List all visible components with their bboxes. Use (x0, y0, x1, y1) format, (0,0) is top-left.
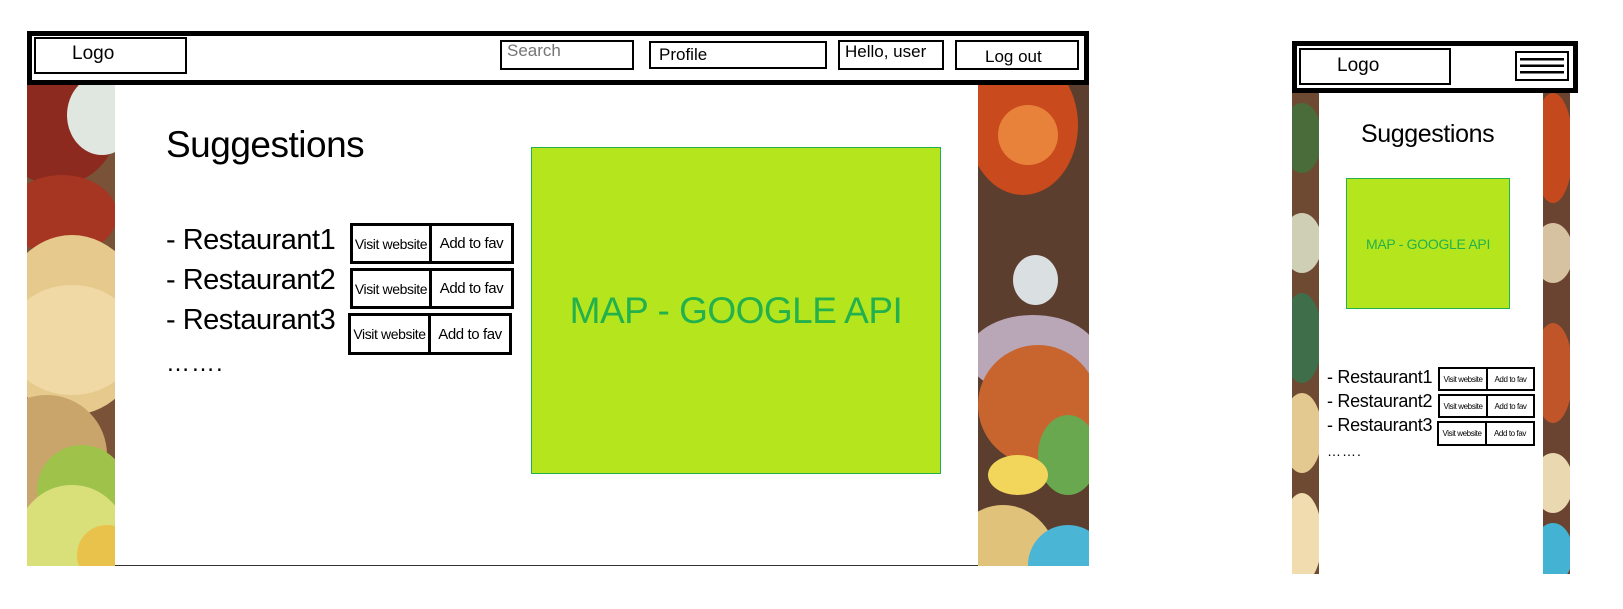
visit-website-button[interactable]: Visit website (1437, 421, 1487, 446)
add-to-fav-button[interactable]: Add to fav (429, 268, 514, 309)
map-placeholder[interactable]: MAP - GOOGLE API (531, 147, 941, 474)
restaurant-name: - Restaurant3 (1327, 415, 1433, 435)
logo[interactable]: Logo (1299, 48, 1451, 85)
hamburger-menu-icon (1520, 58, 1564, 74)
content-page (1319, 93, 1543, 574)
add-to-fav-button[interactable]: Add to fav (1486, 394, 1535, 418)
mobile-wireframe: Logo Suggestions MAP - GOOGLE API - Rest… (1285, 0, 1585, 609)
visit-website-button[interactable]: Visit website (1438, 394, 1488, 418)
more-ellipsis: ……. (1327, 443, 1362, 459)
add-to-fav-button[interactable]: Add to fav (1485, 421, 1535, 446)
logout-button[interactable]: Log out (955, 40, 1079, 70)
restaurant-name: - Restaurant1 (166, 224, 336, 256)
restaurant-name: - Restaurant1 (1327, 367, 1433, 387)
map-label: MAP - GOOGLE API (569, 289, 903, 331)
desktop-wireframe: Logo Profile Hello, user Log out Suggest… (27, 31, 1089, 566)
add-to-fav-button[interactable]: Add to fav (429, 223, 514, 264)
suggestions-title: Suggestions (1361, 120, 1495, 148)
background-food-image-left (1292, 93, 1319, 574)
background-food-image-left (27, 85, 115, 566)
suggestions-title: Suggestions (166, 124, 365, 165)
logo[interactable]: Logo (34, 37, 187, 74)
restaurant-name: - Restaurant2 (166, 264, 336, 296)
restaurant-name: - Restaurant3 (166, 304, 336, 336)
hamburger-menu-button[interactable] (1515, 51, 1569, 81)
add-to-fav-button[interactable]: Add to fav (1486, 367, 1535, 391)
header-bar: Logo (1292, 41, 1578, 93)
profile-link[interactable]: Profile (649, 41, 827, 69)
visit-website-button[interactable]: Visit website (348, 313, 431, 355)
user-greeting: Hello, user (838, 40, 944, 70)
restaurant-name: - Restaurant2 (1327, 391, 1433, 411)
map-label: MAP - GOOGLE API (1365, 235, 1491, 252)
header-bar: Logo Profile Hello, user Log out (27, 31, 1089, 85)
background-food-image-right (978, 85, 1089, 566)
search-input[interactable] (500, 40, 634, 70)
visit-website-button[interactable]: Visit website (1438, 367, 1488, 391)
map-placeholder[interactable]: MAP - GOOGLE API (1346, 178, 1510, 309)
visit-website-button[interactable]: Visit website (350, 223, 432, 264)
more-ellipsis: ……. (166, 350, 224, 377)
visit-website-button[interactable]: Visit website (350, 268, 432, 309)
background-food-image-right (1543, 93, 1570, 574)
add-to-fav-button[interactable]: Add to fav (428, 313, 512, 355)
